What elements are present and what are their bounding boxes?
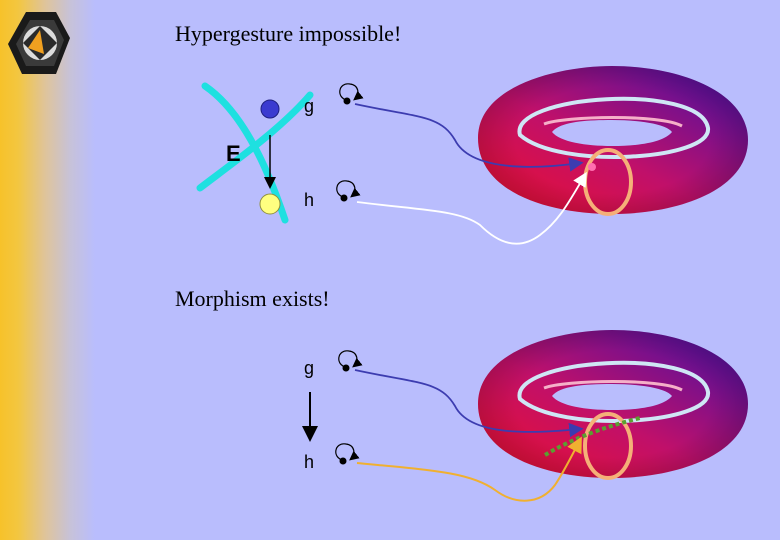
loop-node-h-bottom: [335, 443, 360, 465]
node-label-h-top: h: [304, 190, 315, 210]
loop-node-h-top: [336, 180, 361, 202]
bottom-morphism-diagram: [302, 330, 748, 502]
top-torus: [478, 66, 748, 216]
node-label-h-bottom: h: [304, 452, 315, 472]
node-label-g-bottom: g: [304, 358, 315, 378]
bottom-dashed-green-morphism: [543, 416, 641, 457]
node-blue-circle: [260, 99, 280, 119]
bottom-peach-loop: [583, 412, 633, 480]
top-arrow-g-to-torus: [354, 103, 584, 172]
bottom-light-blue-loop: [517, 360, 710, 424]
title-hypergesture-impossible: Hypergesture impossible!: [175, 21, 402, 46]
top-light-blue-loop: [517, 96, 710, 160]
top-gesture-diagram: [196, 66, 748, 245]
top-arrow-h-to-torus: [356, 171, 587, 245]
title-morphism-exists: Morphism exists!: [175, 286, 330, 311]
bottom-arrow-h-to-torus: [356, 436, 582, 502]
logo-icon: [8, 12, 70, 74]
loop-node-g-top: [339, 83, 364, 105]
bottom-arrow-g-to-torus: [354, 369, 584, 438]
node-yellow-circle: [259, 193, 281, 215]
sidebar-gradient: [0, 0, 95, 540]
node-label-g-top: g: [304, 96, 315, 116]
curve-label-E: E: [226, 141, 241, 166]
cyan-curve-right: [196, 91, 314, 192]
bottom-torus: [478, 330, 748, 480]
loop-node-g-bottom: [338, 350, 363, 372]
